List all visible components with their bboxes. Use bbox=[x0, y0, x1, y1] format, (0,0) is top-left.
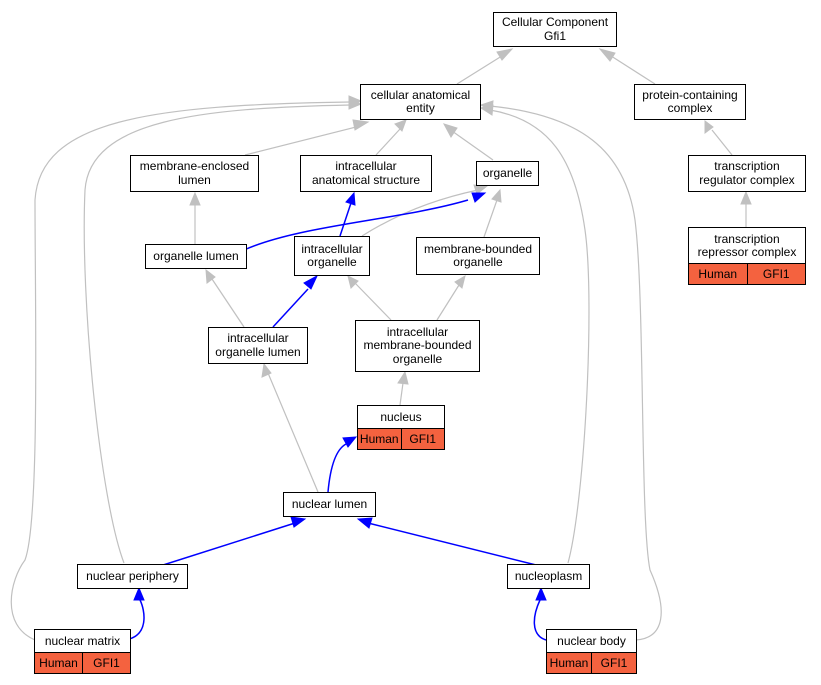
node-intracellular-anatomical-structure[interactable]: intracellular anatomical structure bbox=[300, 155, 432, 192]
node-nuclear-periphery[interactable]: nuclear periphery bbox=[77, 564, 188, 589]
node-cellular-anatomical-entity[interactable]: cellular anatomical entity bbox=[360, 84, 481, 120]
arrowhead bbox=[347, 275, 359, 289]
species-badge[interactable]: Human bbox=[689, 264, 747, 284]
edge-ias-to-cae bbox=[375, 128, 401, 156]
edge-mbo-to-organelle bbox=[483, 199, 498, 238]
arrowhead bbox=[352, 119, 370, 131]
edge-pcc-to-root bbox=[607, 53, 656, 85]
arrowhead bbox=[496, 48, 514, 61]
node-protein-containing-complex[interactable]: protein-containing complex bbox=[634, 84, 746, 120]
arrowhead bbox=[394, 119, 407, 132]
node-cellular-component-gfi1[interactable]: Cellular Component Gfi1 bbox=[493, 12, 617, 47]
arrowhead bbox=[348, 95, 363, 107]
arrowhead bbox=[535, 586, 547, 601]
node-transcription-repressor-complex[interactable]: transcription repressor complex bbox=[688, 227, 806, 264]
arrowhead bbox=[356, 517, 373, 529]
arrowhead bbox=[342, 436, 358, 448]
arrowhead bbox=[189, 191, 201, 206]
arrowhead bbox=[205, 268, 216, 284]
arrowhead bbox=[442, 123, 458, 138]
edge-ias-to-organelle-direct bbox=[339, 202, 352, 237]
arrowhead bbox=[397, 370, 409, 385]
node-nuclear-lumen[interactable]: nuclear lumen bbox=[283, 492, 376, 517]
node-nuclear-matrix[interactable]: nuclear matrix bbox=[34, 629, 131, 653]
edge-organelle-to-cae bbox=[451, 130, 494, 161]
arrowhead bbox=[261, 362, 272, 378]
node-organelle-lumen[interactable]: organelle lumen bbox=[145, 244, 247, 269]
edge-mel-to-cae bbox=[244, 125, 361, 156]
edge-nm-to-cae bbox=[10, 101, 351, 641]
edge-iol-to-io-direct bbox=[272, 288, 309, 328]
node-intracellular-organelle-lumen[interactable]: intracellular organelle lumen bbox=[208, 327, 308, 364]
edge-ol-to-organelle-direct bbox=[243, 199, 469, 251]
arrowhead bbox=[303, 274, 319, 290]
arrowhead bbox=[704, 120, 714, 134]
arrowhead bbox=[598, 48, 616, 62]
node-intracellular-membrane-bounded-organelle[interactable]: intracellular membrane-bounded organelle bbox=[355, 320, 480, 372]
edge-io-to-organelle bbox=[361, 189, 479, 237]
edge-nb-to-cae bbox=[489, 105, 662, 641]
species-badge[interactable]: Human bbox=[358, 429, 401, 449]
edge-nucleus-to-imbo bbox=[399, 382, 404, 406]
edge-nl-to-nucleus-direct bbox=[327, 443, 347, 493]
node-organelle[interactable]: organelle bbox=[476, 161, 539, 186]
arrowhead bbox=[491, 188, 502, 203]
edge-nb-to-nucleoplasm-direct bbox=[533, 599, 547, 641]
gene-badge[interactable]: GFI1 bbox=[591, 653, 636, 673]
node-nucleus[interactable]: nucleus bbox=[357, 405, 445, 429]
arrowhead bbox=[740, 190, 752, 205]
species-badge[interactable]: Human bbox=[35, 653, 82, 673]
annotation-row-nuclear-body: Human GFI1 bbox=[546, 652, 637, 674]
annotation-row-nuclear-matrix: Human GFI1 bbox=[34, 652, 131, 674]
arrowhead bbox=[479, 100, 494, 112]
edge-nl-to-iol bbox=[267, 372, 319, 493]
gene-badge[interactable]: GFI1 bbox=[400, 429, 444, 449]
annotation-row-transcription-repressor-complex: Human GFI1 bbox=[688, 263, 806, 285]
gene-badge[interactable]: GFI1 bbox=[746, 264, 805, 284]
edge-iol-to-ol bbox=[211, 278, 245, 328]
node-membrane-enclosed-lumen[interactable]: membrane-enclosed lumen bbox=[130, 155, 259, 192]
edge-nucleoplasm-to-nl-direct bbox=[367, 522, 541, 567]
edge-imbo-to-io bbox=[354, 282, 392, 321]
node-transcription-regulator-complex[interactable]: transcription regulator complex bbox=[688, 155, 806, 192]
species-badge[interactable]: Human bbox=[547, 653, 591, 673]
arrowhead bbox=[454, 274, 466, 289]
edge-cae-to-root bbox=[456, 53, 506, 85]
edge-nucleoplasm-to-cae bbox=[489, 109, 590, 564]
node-nuclear-body[interactable]: nuclear body bbox=[546, 629, 637, 653]
arrowhead bbox=[290, 516, 307, 528]
node-membrane-bounded-organelle[interactable]: membrane-bounded organelle bbox=[416, 237, 540, 275]
arrowhead bbox=[471, 192, 487, 203]
edge-trc-to-pcc bbox=[711, 129, 733, 156]
node-intracellular-organelle[interactable]: intracellular organelle bbox=[294, 236, 370, 276]
arrowhead bbox=[133, 586, 145, 601]
gene-badge[interactable]: GFI1 bbox=[82, 653, 130, 673]
edge-np-to-cae bbox=[83, 104, 351, 564]
arrowhead bbox=[345, 191, 356, 206]
edge-np-to-nl-direct bbox=[159, 522, 296, 567]
edge-imbo-to-mbo bbox=[436, 284, 460, 321]
node-nucleoplasm[interactable]: nucleoplasm bbox=[507, 564, 590, 589]
annotation-row-nucleus: Human GFI1 bbox=[357, 428, 445, 450]
